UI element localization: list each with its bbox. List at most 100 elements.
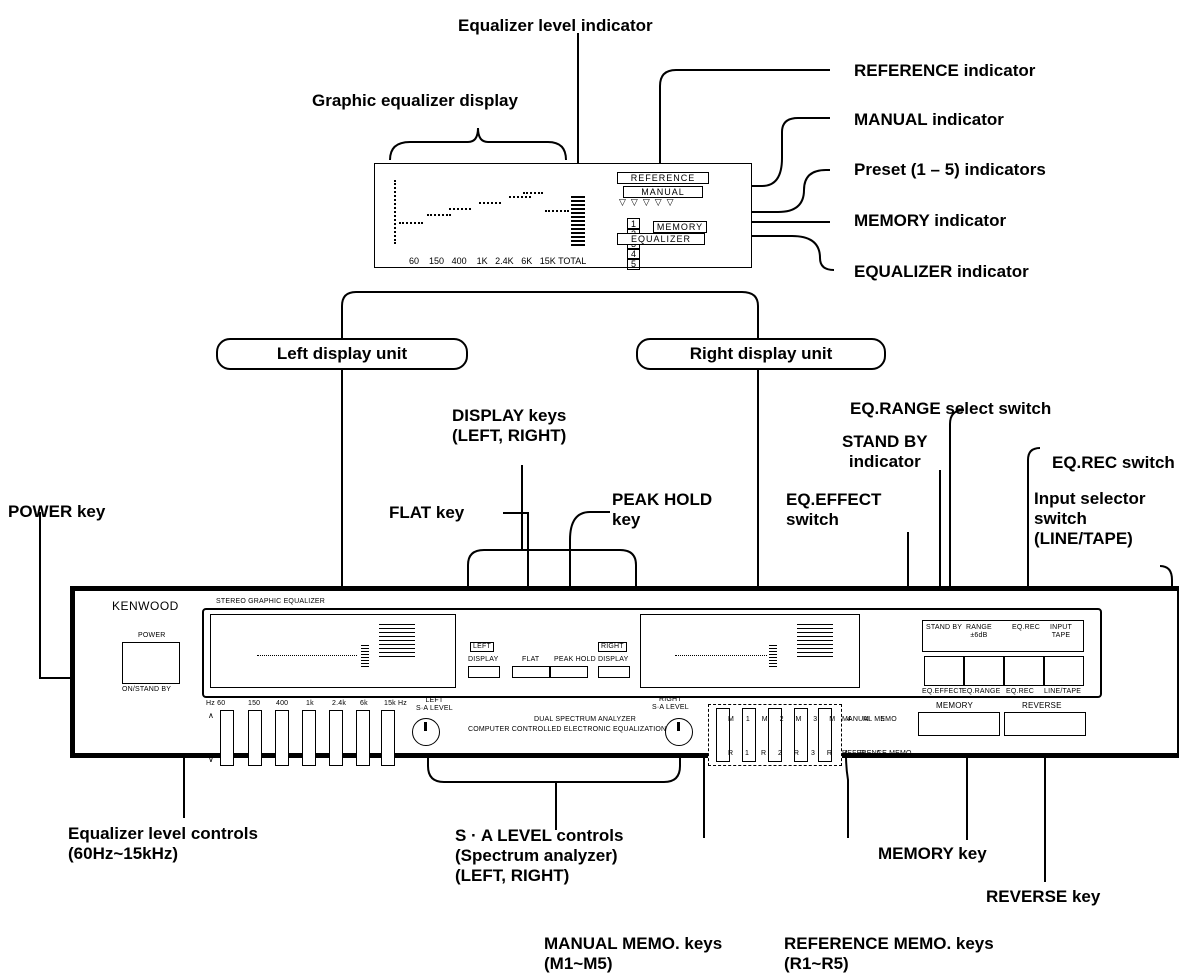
power-button[interactable] — [122, 642, 180, 684]
sa-level-controls-label: S · A LEVEL controls (Spectrum analyzer)… — [455, 826, 624, 885]
eq-effect-panel-label: EQ.EFFECT — [922, 688, 964, 695]
equalizer-level-indicator-label: Equalizer level indicator — [458, 16, 653, 35]
reverse-button[interactable] — [1004, 712, 1086, 736]
power-key-label: POWER key — [8, 502, 106, 521]
reference-memo-label: REFERENCE MEMO — [842, 750, 912, 757]
flat-button[interactable] — [512, 666, 550, 678]
manual-indicator: MANUAL — [623, 186, 703, 198]
reference-memo-key-labels: R1R2R3R4R5 — [728, 750, 893, 757]
right-indicator-block — [797, 623, 833, 657]
left-indicator-block — [379, 623, 415, 657]
eq-plus-mark: ∧ — [208, 711, 215, 720]
eq-bar-60 — [399, 222, 423, 224]
peak-hold-button[interactable] — [550, 666, 588, 678]
on-standby-label: ON/STAND BY — [122, 686, 172, 693]
eq-rec-panel-label: EQ.REC — [1012, 624, 1041, 631]
right-display-label: DISPLAY — [598, 656, 629, 663]
left-display-button[interactable] — [468, 666, 500, 678]
manual-memo-keys-label: MANUAL MEMO. keys (M1~M5) — [544, 934, 723, 973]
eq-range-panel-label: EQ.RANGE — [962, 688, 1001, 695]
analyzer-line2: COMPUTER CONTROLLED ELECTRONIC EQUALIZAT… — [468, 726, 667, 733]
manual-indicator-label: MANUAL indicator — [854, 110, 1004, 129]
eq-rec-switch[interactable] — [1004, 656, 1044, 686]
eq-slider-400[interactable] — [275, 710, 289, 766]
eq-bar-15k — [545, 210, 569, 212]
memo-key-2[interactable] — [742, 708, 756, 762]
eq-freq-6k: 6k — [360, 700, 368, 707]
eq-freq-2-4k: 2.4k — [332, 700, 347, 707]
brand-logo: KENWOOD — [112, 599, 179, 613]
power-label: POWER — [138, 632, 166, 639]
peak-hold-label: PEAK HOLD — [554, 656, 596, 663]
flat-label: FLAT — [522, 656, 540, 663]
right-display-unit-label: Right display unit — [636, 338, 886, 370]
manual-memo-label: MANUAL MEMO — [842, 716, 897, 723]
flat-key-label: FLAT key — [389, 503, 465, 522]
left-sa-level-label: LEFT S·A LEVEL — [416, 697, 453, 712]
memo-key-3[interactable] — [768, 708, 782, 762]
graphic-equalizer-display-label: Graphic equalizer display — [312, 91, 518, 110]
eq-slider-150[interactable] — [248, 710, 262, 766]
eq-freq-60: Hz 60 — [206, 700, 226, 707]
eq-bar-2-4k — [509, 196, 531, 198]
left-display-label: DISPLAY — [468, 656, 499, 663]
memory-indicator-label: MEMORY indicator — [854, 211, 1007, 230]
reference-memo-keys-label: REFERENCE MEMO. keys (R1~R5) — [784, 934, 994, 973]
memory-key-label: MEMORY key — [878, 844, 987, 863]
input-selector-switch[interactable] — [1044, 656, 1084, 686]
eq-slider-6k[interactable] — [356, 710, 370, 766]
right-display — [640, 614, 860, 688]
analyzer-line1: DUAL SPECTRUM ANALYZER — [534, 716, 637, 723]
left-total-meter — [361, 645, 369, 667]
eq-range-switch[interactable] — [964, 656, 1004, 686]
eq-freq-15k: 15k Hz — [384, 700, 407, 707]
left-display-bars — [257, 655, 357, 656]
eq-slider-15k[interactable] — [381, 710, 395, 766]
equalizer-indicator: EQUALIZER — [617, 233, 705, 245]
memo-key-5[interactable] — [818, 708, 832, 762]
eq-bar-6k — [523, 192, 543, 194]
display-keys-label: DISPLAY keys (LEFT, RIGHT) — [452, 406, 567, 445]
right-sa-level-knob[interactable] — [665, 718, 693, 746]
memory-button[interactable] — [918, 712, 1000, 736]
reverse-key-label: REVERSE key — [986, 887, 1101, 906]
line-tape-panel-label: LINE/TAPE — [1044, 688, 1082, 695]
stand-by-panel-label: STAND BY — [926, 624, 963, 631]
preset-arrows: ▽▽▽▽▽ — [619, 197, 679, 207]
right-total-meter — [769, 645, 777, 667]
eq-slider-1k[interactable] — [302, 710, 316, 766]
memo-key-1[interactable] — [716, 708, 730, 762]
model-name: STEREO GRAPHIC EQUALIZER — [216, 598, 326, 605]
eq-bar-1k — [479, 202, 501, 204]
eq-rec-switch-label: EQ.REC switch — [1052, 453, 1175, 472]
left-sa-level-knob[interactable] — [412, 718, 440, 746]
eq-freq-150: 150 — [248, 700, 261, 707]
eq-scale-left — [394, 180, 396, 244]
left-display — [210, 614, 456, 688]
memory-indicator: MEMORY — [653, 221, 707, 233]
eq-freq-labels: 60 150 400 1K 2.4K 6K 15K TOTAL — [409, 256, 587, 266]
reference-indicator: REFERENCE — [617, 172, 709, 184]
peak-hold-key-label: PEAK HOLD key — [612, 490, 713, 529]
right-tag: RIGHT — [598, 642, 627, 652]
eq-rec-switch-panel-label: EQ.REC — [1006, 688, 1035, 695]
preset-indicators-label: Preset (1 – 5) indicators — [854, 160, 1046, 179]
eq-slider-2-4k[interactable] — [329, 710, 343, 766]
stand-by-indicator-label: STAND BY indicator — [842, 432, 928, 471]
eq-freq-400: 400 — [276, 700, 289, 707]
right-display-button[interactable] — [598, 666, 630, 678]
right-sa-level-label: RIGHT S·A LEVEL — [652, 696, 689, 711]
manual-memo-key-labels: M1M2M3M4M5 — [728, 716, 897, 723]
right-display-bars — [675, 655, 767, 656]
eq-bar-400 — [449, 208, 471, 210]
reference-indicator-label: REFERENCE indicator — [854, 61, 1036, 80]
eq-slider-60[interactable] — [220, 710, 234, 766]
eq-effect-switch[interactable] — [924, 656, 964, 686]
equalizer-level-controls-label: Equalizer level controls (60Hz~15kHz) — [68, 824, 258, 863]
memo-key-4[interactable] — [794, 708, 808, 762]
range-panel-label: RANGE ±6dB — [966, 624, 992, 639]
eq-effect-switch-label: EQ.EFFECT switch — [786, 490, 882, 529]
switch-indicator-panel — [922, 620, 1084, 652]
eq-range-select-switch-label: EQ.RANGE select switch — [850, 399, 1052, 418]
equalizer-indicator-label: EQUALIZER indicator — [854, 262, 1029, 281]
